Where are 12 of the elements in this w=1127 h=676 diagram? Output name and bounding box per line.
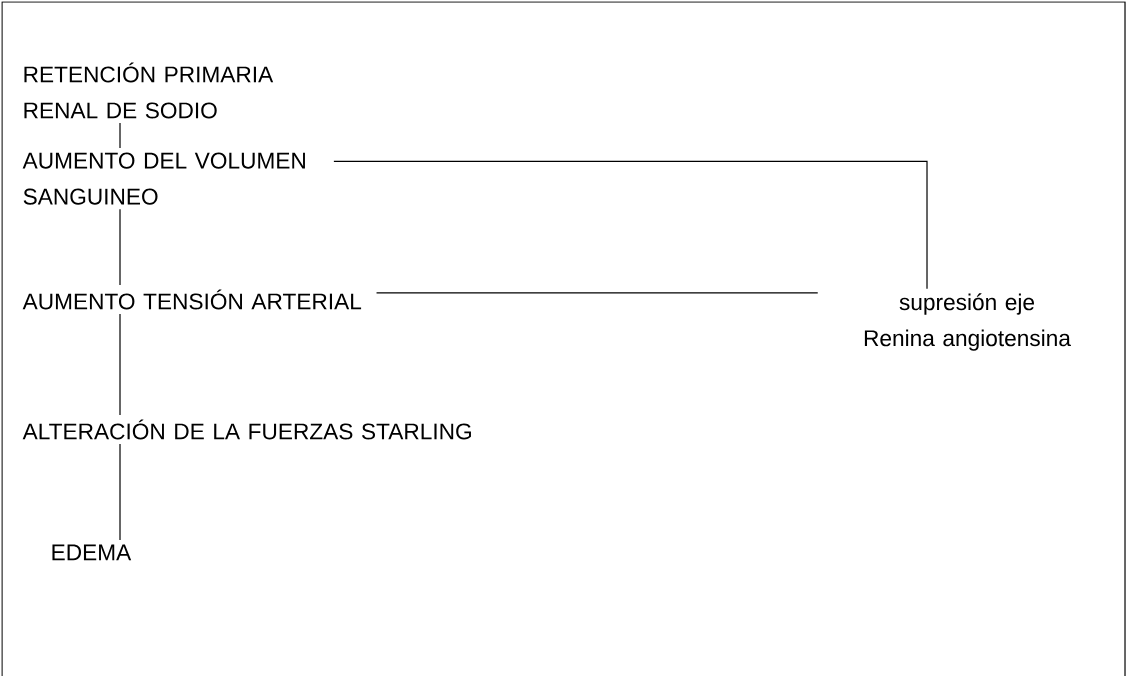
node-text: RETENCIÓN PRIMARIA RENAL DE SODIO (24, 62, 274, 119)
node-text: ALTERACIÓN DE LA FUERZAS STARLING (22, 419, 471, 440)
connector-line (375, 292, 819, 294)
connector-line (119, 443, 121, 541)
node-text: AUMENTO TENSIÓN ARTERIAL (22, 289, 362, 310)
node-text: EDEMA (52, 544, 132, 561)
node-text: supresión eje Renina angiotensina (864, 293, 1071, 351)
connector-line (119, 208, 121, 286)
connector-line (333, 160, 928, 290)
node-text: AUMENTO DEL VOLUMEN SANGUINEO (22, 152, 305, 205)
connector-line (119, 122, 121, 149)
connector-line (119, 313, 121, 416)
